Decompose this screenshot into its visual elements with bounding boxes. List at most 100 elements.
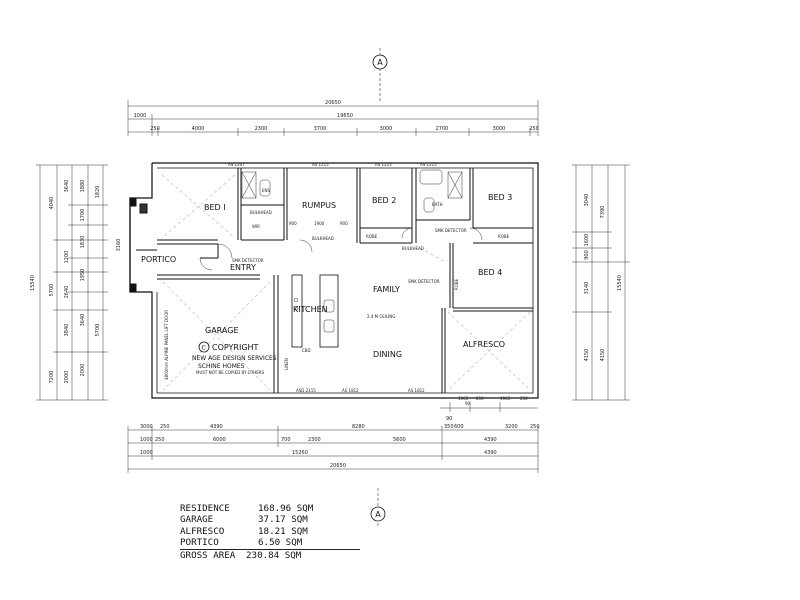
room-label-bed4: BED 4 [478,268,502,277]
interior-walls [136,168,533,393]
left-outer-dim: 4040 [49,197,55,210]
window-label: ASD 2115 [296,388,316,393]
room-label-garage: GARAGE [205,326,239,335]
room-label-portico: PORTICO [141,255,176,264]
copyright-title: COPYRIGHT [212,343,259,352]
left-mid-dim: 3840 [64,324,70,337]
garage-door-note: 4800mm ALPINE PANEL LIFT DOOR [164,310,169,380]
top-overall-dim: 20650 [325,100,341,106]
area-value: 18.21 SQM [258,525,308,537]
bottom-extra-dim: 1965 [458,396,469,401]
area-row-gross: GROSS AREA 230.84 SQM [180,548,360,561]
copyright-line2: SCHINE HOMES [198,363,245,370]
bottom-row1-dim: 8280 [352,424,365,430]
bottom-row1-dim: 350 [444,424,454,430]
window-label: AS 1215 [375,162,392,167]
copyright-icon-glyph: C [202,345,206,352]
ceiling-note: 2.4 M CEILING [367,314,395,319]
right-mid-dim: 3040 [584,194,590,207]
rumpus-dim: 1900 [314,221,325,226]
right-mid-dim: 900 [584,250,590,260]
bottom-row1-dim: 3200 [505,424,518,430]
left-inner-dim: 1700 [80,209,86,222]
left-portico-dim: 1820 [95,186,101,199]
room-label-entry: ENTRY [230,263,256,272]
area-row-residence: RESIDENCE 168.96 SQM [180,503,360,514]
left-inner-dim: 1880 [80,180,86,193]
bottom-row2-dim: 1000 [140,437,153,443]
bottom-extra-dim: 250 [476,396,484,401]
room-label-rumpus: RUMPUS [302,201,336,210]
right-overall-dim: 15540 [617,275,623,291]
left-inner-dim: 1950 [80,269,86,282]
smoke-detector-note: SMK DETECTOR [232,258,264,263]
bottom-extra-dim: 250 [520,396,528,401]
top-row-dim: 2300 [255,126,268,132]
bottom-dimensions [127,402,539,473]
bottom-row1-dim: 250 [160,424,170,430]
room-diagonals [161,174,531,391]
left-outer-dim: 5700 [49,284,55,297]
room-label-family: FAMILY [373,285,400,294]
copyright-line3: MUST NOT BE COPIED BY OTHERS [196,370,265,375]
copyright-stamp: C COPYRIGHT NEW AGE DESIGN SERVICES SCHI… [192,341,277,375]
bottom-row3-right-dim: 4390 [484,450,497,456]
section-marker-top: A [372,48,388,102]
right-outer-dim: 4150 [584,349,590,362]
right-inner-dim: 7390 [600,206,606,219]
room-label-kitchen: KITCHEN [293,305,328,314]
left-inner-dim: 2000 [80,364,86,377]
rumpus-dim: 900 [340,221,348,226]
left-mid-dim: 2000 [64,371,70,384]
room-label-robe: ROBE [498,234,510,239]
bottom-row1-dim: 3000 [140,424,153,430]
bottom-row3-mid-dim: 15260 [292,450,308,456]
right-dimensions [572,164,630,401]
section-marker-bottom: A [370,488,386,528]
left-inner-dim: 1830 [80,236,86,249]
area-label: PORTICO [180,537,219,549]
top-dimensions [127,100,539,136]
top-row-dim: 3700 [314,126,327,132]
fixtures [199,169,483,333]
top-row-dim: 3000 [493,126,506,132]
room-label-bath: BATH [432,202,443,207]
bottom-row1-dim: 90 [446,416,452,422]
top-left-offset-dim: 1000 [134,113,147,119]
outer-walls [129,162,539,399]
area-schedule: RESIDENCE 168.96 SQM GARAGE 37.17 SQM AL… [180,503,360,561]
room-label-bed1: BED I [204,203,226,212]
window-label: AS 1215 [420,162,437,167]
right-mid-dim: 4150 [600,349,606,362]
window-label: AS 1207 [228,162,245,167]
left-mid-dim: 3640 [64,180,70,193]
smoke-detector-note: SMK DETECTOR [408,279,440,284]
bottom-row2-dim: 700 [281,437,291,443]
bottom-row2-dim: 5600 [393,437,406,443]
bottom-row3-left-dim: 1000 [140,450,153,456]
left-portico-dim: 3160 [116,239,122,252]
bottom-extra-dim: 90 [465,401,471,406]
room-label-linen: LINEN [284,358,289,370]
top-row-dim: 250 [150,126,160,132]
bulkhead-note: BULKHEAD [312,236,334,241]
area-label: RESIDENCE [180,503,230,514]
bottom-row2-dim: 4390 [484,437,497,443]
room-label-robe: ROBE [454,278,459,290]
area-row-garage: GARAGE 37.17 SQM [180,514,360,525]
room-label-ens: ENS [262,188,271,193]
window-label: AS 1215 [312,162,329,167]
room-label-cbd: CBD [302,348,311,353]
bottom-overall-dim: 20650 [330,463,346,469]
rumpus-dim: 900 [289,221,297,226]
right-mid-dim: 1600 [584,234,590,247]
room-label-alfresco: ALFRESCO [463,340,505,349]
bottom-row1-dim: 250 [530,424,540,430]
section-marker-top-label: A [377,58,383,67]
bottom-row1-dim: 600 [454,424,464,430]
bottom-extra-dim: 1965 [500,396,511,401]
area-value: 6.50 SQM [258,537,303,549]
top-row-dim: 3000 [380,126,393,132]
room-label-wir: WIR [252,224,260,229]
